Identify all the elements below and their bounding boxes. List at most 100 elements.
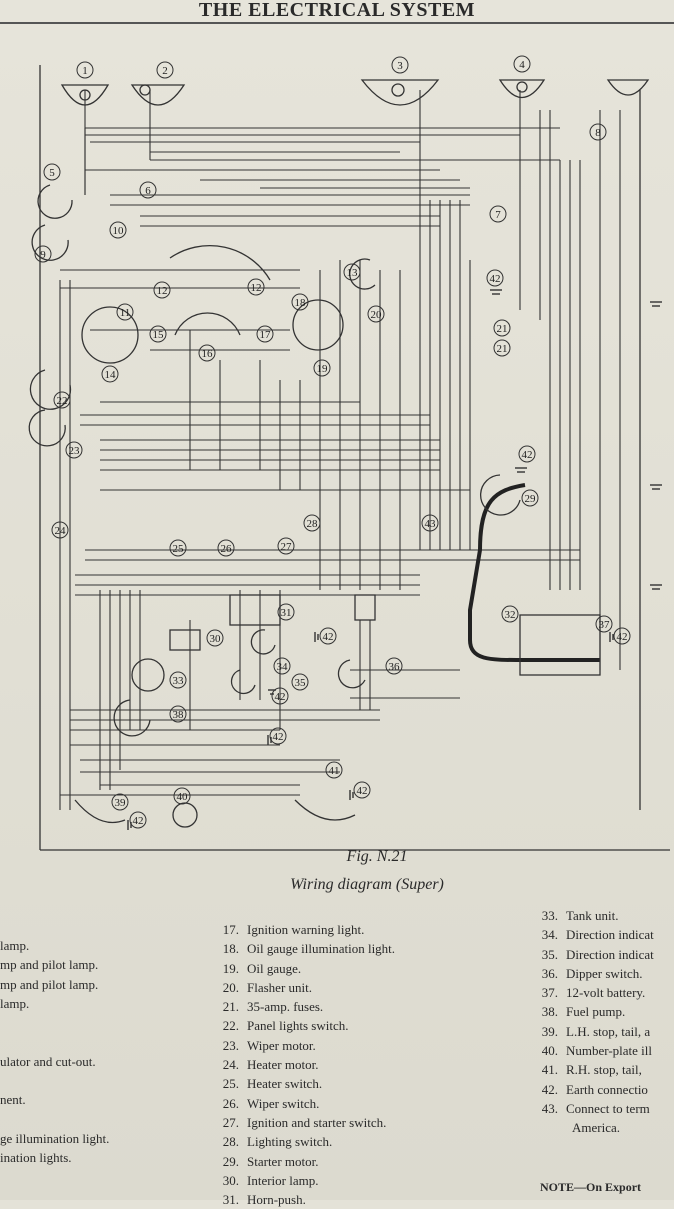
svg-text:9: 9 [40, 249, 46, 261]
svg-text:3: 3 [397, 60, 403, 72]
svg-text:32: 32 [505, 609, 516, 621]
svg-text:28: 28 [307, 518, 319, 530]
legend-item: 19.Oil gauge. [222, 960, 302, 976]
svg-text:23: 23 [69, 445, 81, 457]
battery-cable [468, 483, 600, 662]
page-header: THE ELECTRICAL SYSTEM [198, 0, 476, 21]
svg-text:5: 5 [49, 167, 55, 179]
svg-text:39: 39 [115, 797, 127, 809]
svg-text:42: 42 [357, 785, 368, 797]
svg-text:40: 40 [177, 791, 189, 803]
svg-text:34: 34 [277, 661, 289, 673]
legend-item: 25.Heater switch. [222, 1076, 323, 1092]
legend-item: 28.Lighting switch. [222, 1134, 333, 1150]
svg-text:16: 16 [202, 348, 214, 360]
svg-text:8: 8 [595, 127, 601, 139]
svg-text:12: 12 [157, 285, 168, 297]
svg-text:38: 38 [173, 709, 185, 721]
svg-text:27: 27 [281, 541, 293, 553]
svg-text:19: 19 [317, 363, 329, 375]
legend-item: 17.Ignition warning light. [222, 922, 365, 937]
svg-text:12: 12 [251, 282, 262, 294]
headlamp-units [60, 79, 650, 106]
diagram-frame [39, 65, 670, 851]
svg-text:31: 31 [281, 607, 292, 619]
legend-item [0, 1071, 160, 1090]
component-labels: 1 2 3 4 5 6 7 8 9 10 11 12 12 13 14 15 1… [34, 55, 631, 829]
svg-text:17: 17 [260, 329, 272, 341]
svg-text:15: 15 [153, 329, 165, 341]
legend-item: ination lights. [0, 1150, 72, 1166]
legend-column-2: 17.Ignition warning light. 18.Oil gauge … [205, 920, 465, 1209]
legend-item: lamp. [0, 938, 30, 953]
legend-item: lamp. [0, 995, 30, 1011]
svg-text:29: 29 [525, 493, 537, 505]
earth-symbols [127, 289, 662, 830]
legend-item [0, 1032, 160, 1051]
wiring-diagram: 1 2 3 4 5 6 7 8 9 10 11 12 12 13 14 15 1… [28, 55, 670, 851]
legend-item: 21.35-amp. fuses. [222, 999, 324, 1015]
svg-text:18: 18 [295, 297, 307, 309]
svg-text:7: 7 [495, 209, 501, 221]
harness-lines [60, 127, 580, 796]
legend-item: 29.Starter motor. [222, 1153, 319, 1169]
legend-item: mp and pilot lamp. [0, 957, 99, 973]
legend-item: 23.Wiper motor. [222, 1037, 316, 1053]
figure-title: Wiring diagram (Super) [290, 876, 444, 893]
legend-item [0, 1110, 160, 1129]
legend-item: 39.L.H. stop, tail, a [541, 1023, 651, 1039]
legend-item: ulator and cut-out. [0, 1053, 96, 1069]
svg-text:42: 42 [133, 815, 144, 827]
svg-text:4: 4 [519, 59, 525, 71]
svg-text:42: 42 [323, 631, 334, 643]
svg-text:20: 20 [371, 309, 383, 321]
legend-item: 18.Oil gauge illumination light. [222, 941, 396, 957]
svg-text:24: 24 [55, 525, 67, 537]
svg-text:41: 41 [329, 765, 340, 777]
legend-item: 42.Earth connectio [541, 1081, 648, 1097]
legend-item: 22.Panel lights switch. [222, 1018, 349, 1034]
legend-item: 34.Direction indicat [541, 927, 654, 943]
svg-text:42: 42 [617, 631, 628, 643]
svg-text:11: 11 [120, 307, 131, 319]
svg-text:42: 42 [490, 273, 501, 285]
svg-text:22: 22 [57, 395, 68, 407]
footnote: NOTE—On Export [540, 1180, 642, 1194]
legend-item: 24.Heater motor. [222, 1057, 319, 1073]
svg-text:43: 43 [425, 518, 437, 530]
svg-text:26: 26 [221, 543, 233, 555]
legend-item: 36.Dipper switch. [541, 965, 643, 981]
svg-text:35: 35 [295, 677, 307, 689]
legend-item: 30.Interior lamp. [222, 1172, 319, 1188]
svg-text:30: 30 [210, 633, 222, 645]
svg-text:42: 42 [273, 731, 284, 743]
legend-column-3: 33.Tank unit. 34.Direction indicat 35.Di… [532, 906, 674, 1138]
header-rule [0, 22, 674, 24]
svg-text:10: 10 [113, 225, 125, 237]
legend-item: 40.Number-plate ill [541, 1043, 653, 1059]
svg-text:13: 13 [347, 267, 359, 279]
legend-item: 41.R.H. stop, tail, [541, 1062, 642, 1078]
legend-item: ge illumination light. [0, 1130, 110, 1146]
svg-text:42: 42 [275, 691, 286, 703]
legend-column-1: lamp. mp and pilot lamp. mp and pilot la… [0, 936, 160, 1168]
svg-text:33: 33 [173, 675, 185, 687]
svg-text:2: 2 [162, 65, 168, 77]
legend-item: 33.Tank unit. [541, 908, 619, 923]
harness-verticals [59, 90, 621, 810]
svg-text:1: 1 [82, 65, 88, 77]
legend-item-continued: America. [572, 1120, 621, 1136]
figure-number: Fig. N.21 [346, 848, 408, 865]
svg-text:25: 25 [173, 543, 185, 555]
svg-text:42: 42 [522, 449, 533, 461]
legend-item: nent. [0, 1092, 26, 1108]
legend-item [0, 1013, 160, 1032]
svg-text:14: 14 [105, 369, 117, 381]
svg-text:21: 21 [497, 343, 508, 355]
legend-item: 37.12-volt battery. [541, 985, 646, 1001]
svg-text:36: 36 [389, 661, 401, 673]
legend-item: 27.Ignition and starter switch. [222, 1114, 387, 1130]
legend-item: 20.Flasher unit. [222, 979, 312, 995]
legend-item: 35.Direction indicat [541, 946, 654, 962]
